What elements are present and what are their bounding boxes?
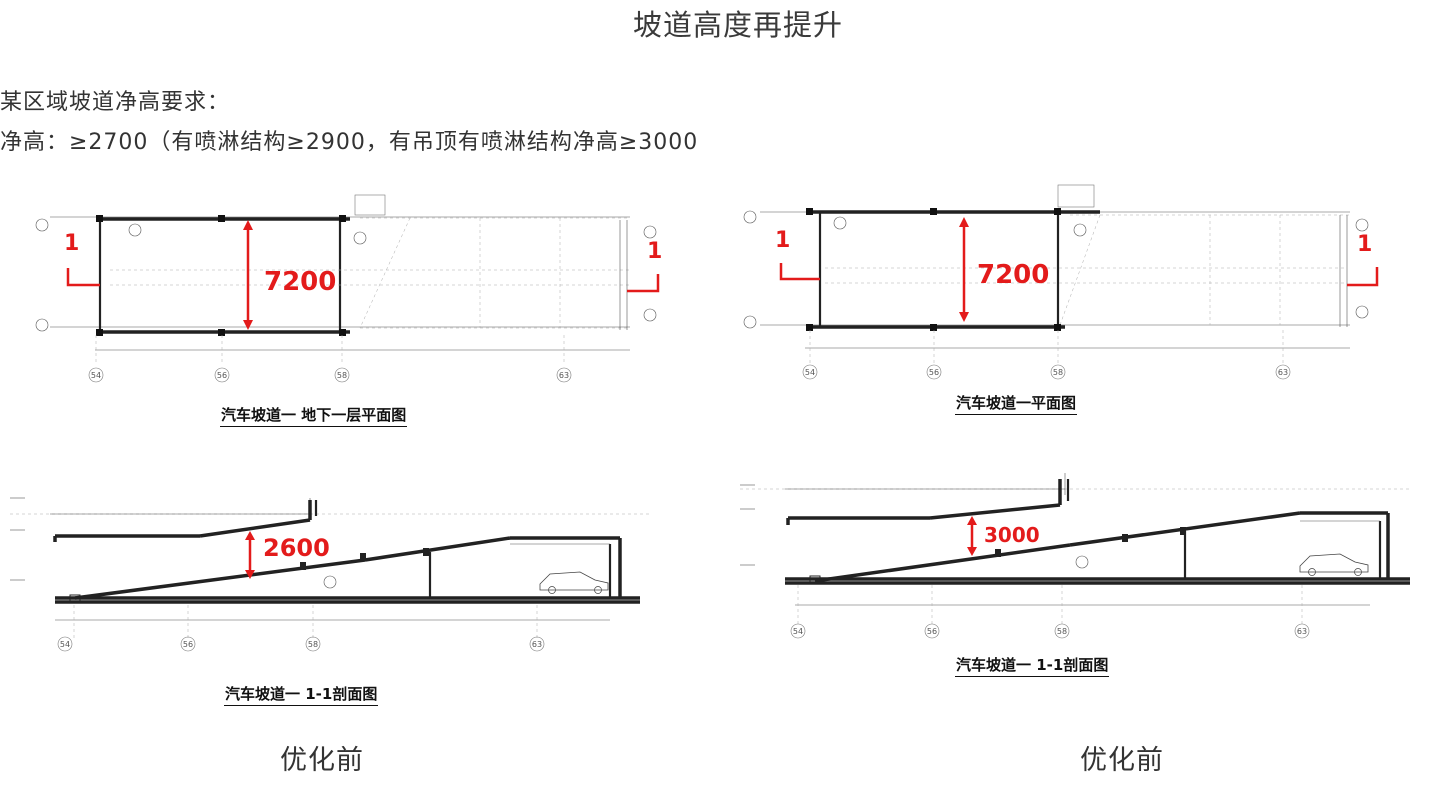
axis-label-54: 54 — [60, 640, 70, 649]
section-mark-right: 1 — [1357, 232, 1372, 257]
left-plan-drawing: 54 56 58 63 7200 1 1 — [35, 194, 662, 383]
section-linework — [740, 473, 1410, 625]
plan-height-dimension: 7200 — [977, 260, 1049, 290]
left-section-caption: 汽车坡道一 1-1剖面图 — [224, 683, 379, 706]
page-title: 坡道高度再提升 — [632, 8, 843, 42]
red-dimension-markers: 7200 1 1 — [775, 217, 1379, 322]
plan-height-dimension: 7200 — [264, 267, 336, 297]
axis-label-56: 56 — [217, 371, 227, 380]
axis-label-58: 58 — [337, 371, 347, 380]
plan-linework — [35, 194, 657, 365]
red-dimension-markers: 7200 1 1 — [64, 220, 662, 330]
section-linework — [10, 497, 650, 640]
left-section-drawing: 54 56 58 63 2600 — [10, 497, 650, 652]
axis-label-58: 58 — [1057, 627, 1067, 636]
axis-bubbles: 54 56 58 63 — [88, 367, 572, 383]
axis-label-54: 54 — [91, 371, 101, 380]
right-plan-drawing: 54 56 58 63 7200 1 1 — [743, 184, 1379, 380]
red-dimension-marker: 3000 — [967, 516, 1040, 556]
right-plan-caption: 汽车坡道一平面图 — [955, 392, 1078, 415]
section-height-dimension: 2600 — [263, 534, 330, 562]
axis-label-56: 56 — [929, 368, 939, 377]
section-mark-right: 1 — [647, 239, 662, 264]
axis-label-54: 54 — [793, 627, 803, 636]
axis-label-63: 63 — [1278, 368, 1288, 377]
axis-label-63: 63 — [1297, 627, 1307, 636]
red-dimension-marker: 2600 — [245, 531, 330, 579]
requirement-clear-height: 净高：≥2700（有喷淋结构≥2900，有吊顶有喷淋结构净高≥3000 — [0, 130, 699, 155]
axis-label-63: 63 — [559, 371, 569, 380]
axis-label-56: 56 — [183, 640, 193, 649]
section-height-dimension: 3000 — [984, 523, 1040, 547]
axis-bubbles: 54 56 58 63 — [57, 636, 545, 652]
axis-label-56: 56 — [927, 627, 937, 636]
section-mark-left: 1 — [64, 231, 79, 256]
axis-bubbles: 54 56 58 63 — [790, 623, 1310, 639]
requirement-heading: 某区域坡道净高要求： — [0, 90, 231, 115]
left-plan-caption: 汽车坡道一 地下一层平面图 — [220, 404, 408, 427]
right-comparison-label: 优化前 — [1080, 745, 1164, 776]
plan-linework — [743, 184, 1369, 365]
right-section-caption: 汽车坡道一 1-1剖面图 — [955, 654, 1110, 677]
right-section-drawing: 54 56 58 63 3000 — [740, 473, 1410, 639]
axis-label-58: 58 — [308, 640, 318, 649]
section-mark-left: 1 — [775, 228, 790, 253]
axis-bubbles: 54 56 58 63 — [802, 364, 1291, 380]
axis-label-58: 58 — [1053, 368, 1063, 377]
left-comparison-label: 优化前 — [280, 745, 364, 776]
axis-label-63: 63 — [532, 640, 542, 649]
axis-label-54: 54 — [805, 368, 815, 377]
